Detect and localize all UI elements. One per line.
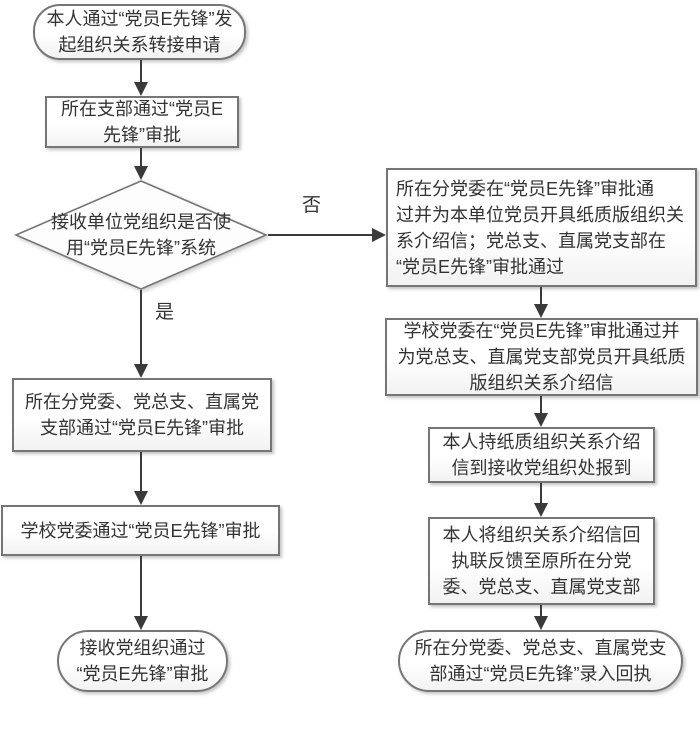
- arrow-head-icon: [534, 413, 548, 427]
- arrow-branch-to-decision: [140, 148, 142, 167]
- node-text-line: 先锋”审批: [103, 125, 181, 145]
- node-text-line: 本人将组织关系介绍信回: [442, 525, 641, 545]
- decision-text: 接收单位党组织是否使 用“党员E先锋”系统: [51, 209, 231, 261]
- node-text-line: 所在支部通过“党员E: [61, 99, 223, 119]
- node-text-line: 委、党总支、直属党支部: [442, 577, 641, 597]
- arrow-right2-to-right3: [540, 396, 542, 414]
- arrow-left2-to-end: [140, 556, 142, 617]
- arrow-head-icon: [372, 228, 386, 242]
- node-text-line: 本人通过“党员E先锋”发: [46, 9, 233, 29]
- arrow-head-icon: [134, 166, 148, 180]
- node-text-line: 所在分党委在“党员E先锋”审批通: [396, 178, 654, 199]
- arrow-right1-to-right2: [540, 287, 542, 305]
- arrow-head-icon: [134, 82, 148, 96]
- arrow-head-icon: [534, 616, 548, 630]
- arrow-head-icon: [134, 491, 148, 505]
- node-text-line: 执联反馈至原所在分党: [451, 551, 632, 571]
- arrow-head-icon: [134, 364, 148, 378]
- left-end-node: 接收党组织通过 “党员E先锋”审批: [57, 630, 228, 692]
- branch-approval-node: 所在支部通过“党员E 先锋”审批: [45, 96, 239, 148]
- arrow-left1-to-left2: [140, 452, 142, 492]
- arrow-head-icon: [534, 304, 548, 318]
- arrow-decision-no: [268, 234, 373, 236]
- node-text-line: 所在分党委、党总支、直属党支: [414, 638, 667, 658]
- node-text-line: “党员E先锋”审批通过: [396, 256, 564, 277]
- no-label: 否: [300, 190, 324, 217]
- start-node: 本人通过“党员E先锋”发 起组织关系转接申请: [33, 4, 246, 60]
- right-division-paper-letter-node: 所在分党委在“党员E先锋”审批通 过并为本单位党员开具纸质版组织关 系介绍信；党…: [386, 168, 697, 287]
- node-text-line: 过并为本单位党员开具纸质版组织关: [396, 204, 684, 225]
- arrow-head-icon: [134, 616, 148, 630]
- left-division-approval-node: 所在分党委、党总支、直属党 支部通过“党员E先锋”审批: [12, 378, 272, 452]
- node-text-line: 部通过“党员E先锋”录入回执: [429, 664, 652, 684]
- node-text-line: 版组织关系介绍信: [469, 373, 614, 393]
- node-text-line: “党员E先锋”审批: [76, 664, 209, 684]
- arrow-decision-yes: [140, 290, 142, 365]
- right-end-node: 所在分党委、党总支、直属党支 部通过“党员E先锋”录入回执: [398, 630, 683, 692]
- right-university-paper-letter-node: 学校党委在“党员E先锋”审批通过并 为党总支、直属党支部党员开具纸质 版组织关系…: [385, 318, 698, 396]
- node-text-line: 所在分党委、党总支、直属党: [25, 392, 259, 412]
- node-text-line: 支部通过“党员E先锋”审批: [40, 418, 244, 438]
- arrow-head-icon: [534, 503, 548, 517]
- decision-node: 接收单位党组织是否使 用“党员E先锋”系统: [14, 180, 268, 290]
- node-text-line: 用“党员E先锋”系统: [66, 238, 216, 258]
- right-receipt-feedback-node: 本人将组织关系介绍信回 执联反馈至原所在分党 委、党总支、直属党支部: [428, 517, 655, 605]
- node-text-line: 为党总支、直属党支部党员开具纸质: [397, 347, 686, 367]
- node-text-line: 学校党委在“党员E先锋”审批通过并: [403, 321, 680, 341]
- node-text-line: 接收党组织通过: [79, 638, 206, 658]
- diamond-shape: [14, 180, 268, 290]
- node-text-line: 学校党委通过“党员E先锋”审批: [20, 520, 261, 541]
- node-text-line: 接收单位党组织是否使: [51, 212, 231, 232]
- right-report-node: 本人持纸质组织关系介绍 信到接收党组织处报到: [428, 427, 655, 483]
- node-text-line: 本人持纸质组织关系介绍: [442, 432, 641, 452]
- left-university-approval-node: 学校党委通过“党员E先锋”审批: [1, 505, 280, 556]
- arrow-right4-to-end: [540, 605, 542, 617]
- arrow-start-to-branch: [140, 60, 142, 83]
- node-text-line: 起组织关系转接申请: [58, 35, 221, 55]
- node-text-line: 信到接收党组织处报到: [451, 458, 632, 478]
- arrow-right3-to-right4: [540, 483, 542, 504]
- yes-label: 是: [153, 297, 177, 324]
- node-text-line: 系介绍信；党总支、直属党支部在: [396, 230, 666, 251]
